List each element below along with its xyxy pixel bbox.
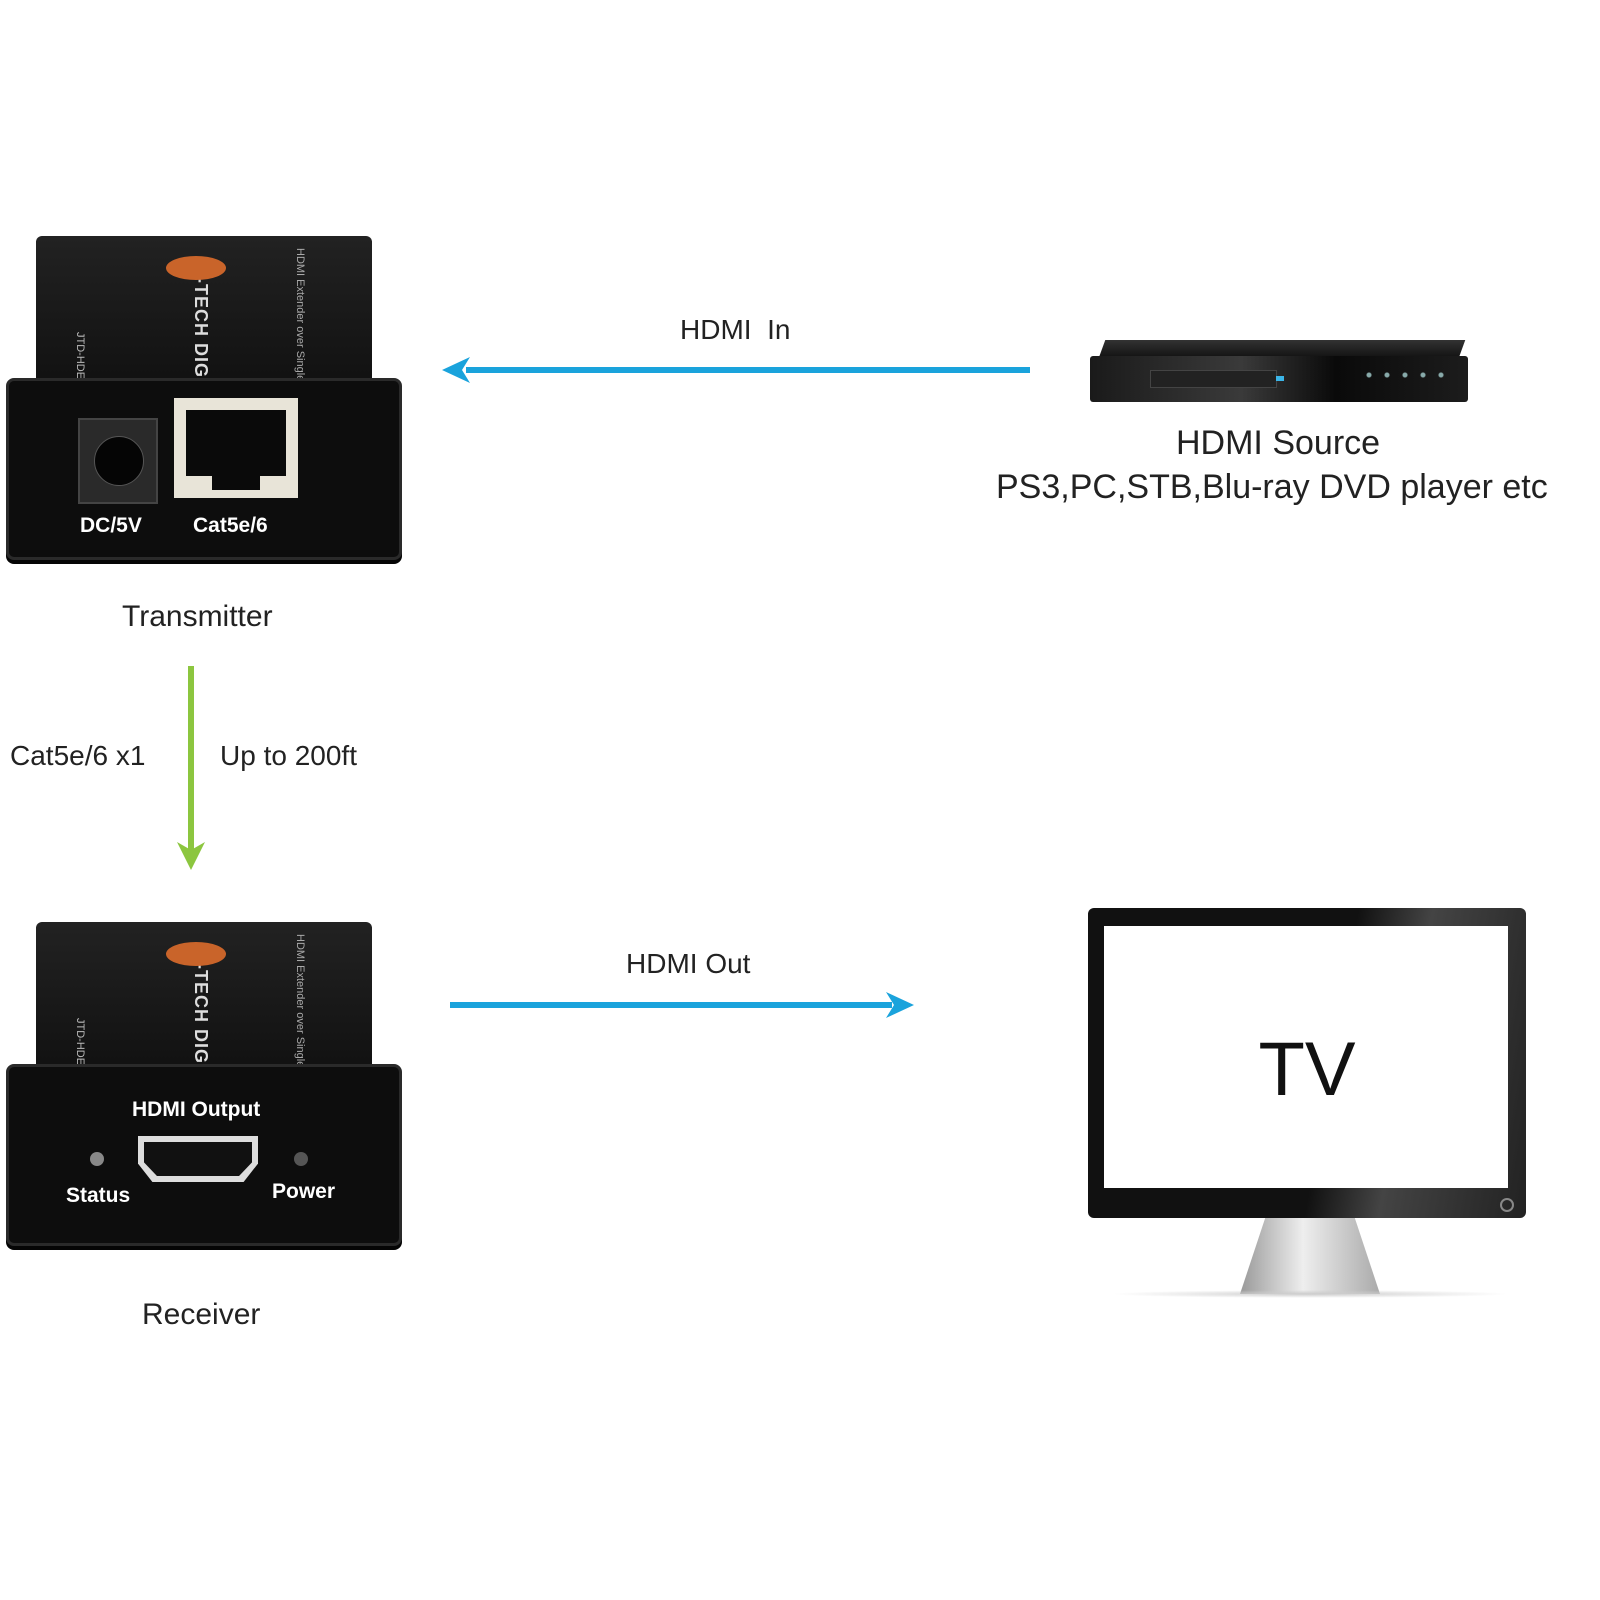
- cat-port-label: Cat5e/6: [193, 514, 268, 537]
- status-led-icon: [90, 1152, 104, 1166]
- brand-logo-icon: [166, 256, 226, 280]
- cable-right-label: Up to 200ft: [220, 740, 357, 771]
- tv-stand-icon: [1240, 1218, 1380, 1294]
- status-label: Status: [66, 1184, 131, 1207]
- receiver-caption: Receiver: [142, 1298, 261, 1331]
- tv-label: TV: [1258, 1027, 1356, 1112]
- transmitter-device: J-TECH DIGITAL HDMI Extender over Single…: [6, 236, 402, 560]
- dc-power-jack-icon: [78, 418, 158, 504]
- source-subtitle: PS3,PC,STB,Blu-ray DVD player etc: [996, 468, 1548, 506]
- tv-shadow: [1110, 1290, 1510, 1298]
- cat-cable-arrow: [177, 666, 205, 870]
- tv-monitor: TV: [1088, 908, 1526, 1218]
- hdmi-output-label: HDMI Output: [132, 1098, 261, 1121]
- source-title: HDMI Source: [1176, 424, 1381, 462]
- rj45-port-icon: [174, 398, 298, 498]
- hdmi-in-arrow: [442, 357, 1030, 383]
- power-label: Power: [272, 1180, 336, 1203]
- brand-logo-icon: [166, 942, 226, 966]
- tv-power-button-icon[interactable]: [1500, 1198, 1514, 1212]
- dc-port-label: DC/5V: [80, 514, 142, 537]
- hdmi-in-label: HDMI In: [680, 314, 791, 345]
- transmitter-caption: Transmitter: [122, 600, 273, 633]
- hdmi-port-icon: [138, 1136, 258, 1182]
- hdmi-out-label: HDMI Out: [626, 948, 751, 979]
- hdmi-out-arrow: [450, 992, 914, 1018]
- bluray-player-icon: [1090, 340, 1470, 406]
- power-led-icon: [294, 1152, 308, 1166]
- cable-left-label: Cat5e/6 x1: [10, 740, 146, 771]
- receiver-device: J-TECH DIGITAL HDMI Extender over Single…: [6, 922, 402, 1246]
